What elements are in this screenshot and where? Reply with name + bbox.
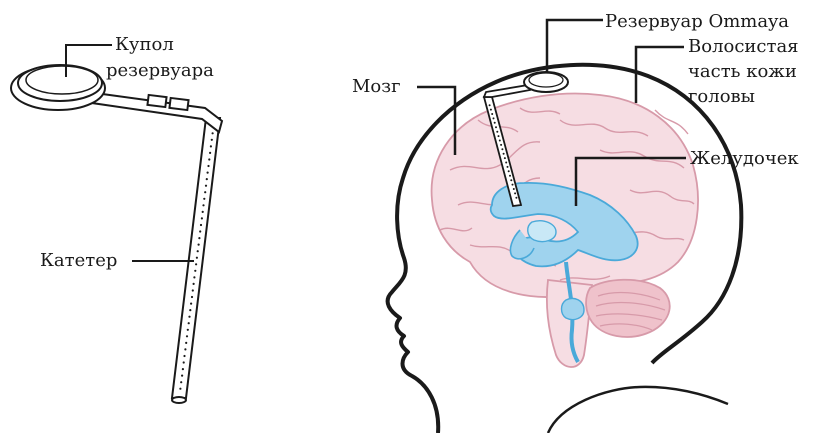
implanted-connector bbox=[484, 85, 530, 97]
catheter-label: Катетер bbox=[40, 250, 117, 271]
catheter-hole bbox=[210, 145, 212, 147]
catheter-hole bbox=[184, 348, 186, 350]
catheter-hole bbox=[190, 303, 192, 305]
catheter-hole bbox=[509, 175, 511, 177]
catheter-hole bbox=[179, 388, 181, 390]
catheter-hole bbox=[185, 342, 187, 344]
catheter-hole bbox=[494, 122, 496, 124]
catheter-hole bbox=[504, 157, 506, 159]
catheter-hole bbox=[493, 117, 495, 119]
catheter-hole bbox=[211, 139, 213, 141]
catheter-hole bbox=[505, 162, 507, 164]
catheter-hole bbox=[187, 329, 189, 331]
catheter-hole bbox=[510, 179, 512, 181]
catheter-hole bbox=[193, 276, 195, 278]
catheter-hole bbox=[208, 158, 210, 160]
catheter-hole bbox=[499, 140, 501, 142]
scalp-label-line3: головы bbox=[688, 86, 755, 107]
reservoir-label: Резервуар Ommaya bbox=[605, 11, 789, 32]
catheter-hole bbox=[203, 198, 205, 200]
catheter-hole bbox=[180, 381, 182, 383]
catheter-hole bbox=[212, 132, 214, 134]
catheter-hole bbox=[490, 109, 492, 111]
catheter-hole bbox=[189, 309, 191, 311]
catheter-hole bbox=[183, 355, 185, 357]
catheter-hole bbox=[498, 135, 500, 137]
reservoir-dome bbox=[11, 65, 105, 110]
dome-label-line1: Купол bbox=[115, 34, 174, 55]
catheter-hole bbox=[200, 224, 202, 226]
catheter-hole bbox=[193, 283, 195, 285]
catheter-hole bbox=[182, 368, 184, 370]
catheter-hole bbox=[513, 188, 515, 190]
catheter-hole bbox=[186, 335, 188, 337]
catheter-hole bbox=[496, 131, 498, 133]
catheter-hole bbox=[507, 166, 509, 168]
third-ventricle bbox=[528, 221, 556, 242]
catheter-hole bbox=[489, 104, 491, 106]
catheter-hole bbox=[514, 192, 516, 194]
catheter-hole bbox=[209, 152, 211, 154]
catheter-hole bbox=[501, 148, 503, 150]
catheter-hole bbox=[491, 113, 493, 115]
catheter-hole bbox=[207, 172, 209, 174]
catheter-hole bbox=[198, 237, 200, 239]
catheter-hole bbox=[195, 263, 197, 265]
catheter-hole bbox=[198, 244, 200, 246]
fourth-ventricle bbox=[562, 298, 585, 319]
catheter-hole bbox=[196, 257, 198, 259]
catheter-hole bbox=[512, 184, 514, 186]
brain bbox=[432, 93, 698, 367]
catheter-hole bbox=[183, 361, 185, 363]
ommaya-device: Купол резервуара Катетер bbox=[11, 34, 222, 403]
scalp-label-line2: часть кожи bbox=[688, 61, 797, 82]
catheter-hole bbox=[191, 296, 193, 298]
catheter-hole bbox=[188, 322, 190, 324]
catheter-hole bbox=[199, 230, 201, 232]
brain-label: Мозг bbox=[352, 76, 401, 97]
catheter-hole bbox=[495, 126, 497, 128]
cerebellum bbox=[586, 280, 670, 337]
ventricle-label: Желудочек bbox=[690, 148, 799, 169]
catheter-hole bbox=[202, 211, 204, 213]
scalp-label-line1: Волосистая bbox=[688, 36, 799, 57]
head-illustration: Резервуар Ommaya Мозг Волосистая часть к… bbox=[352, 11, 799, 433]
connector-arm bbox=[92, 93, 222, 132]
catheter-hole bbox=[194, 270, 196, 272]
catheter-hole bbox=[204, 191, 206, 193]
catheter-hole bbox=[181, 375, 183, 377]
catheter-hole bbox=[188, 316, 190, 318]
neck-back bbox=[548, 387, 728, 433]
catheter-hole bbox=[192, 289, 194, 291]
catheter-hole bbox=[508, 170, 510, 172]
catheter-hole bbox=[500, 144, 502, 146]
catheter-hole bbox=[202, 204, 204, 206]
catheter-hole bbox=[201, 217, 203, 219]
catheter-hole bbox=[515, 197, 517, 199]
catheter-hole bbox=[197, 250, 199, 252]
catheter-hole bbox=[503, 153, 505, 155]
dome-label-line2: резервуара bbox=[106, 60, 214, 81]
catheter-hole bbox=[206, 178, 208, 180]
catheter-hole bbox=[207, 165, 209, 167]
catheter-hole bbox=[205, 185, 207, 187]
